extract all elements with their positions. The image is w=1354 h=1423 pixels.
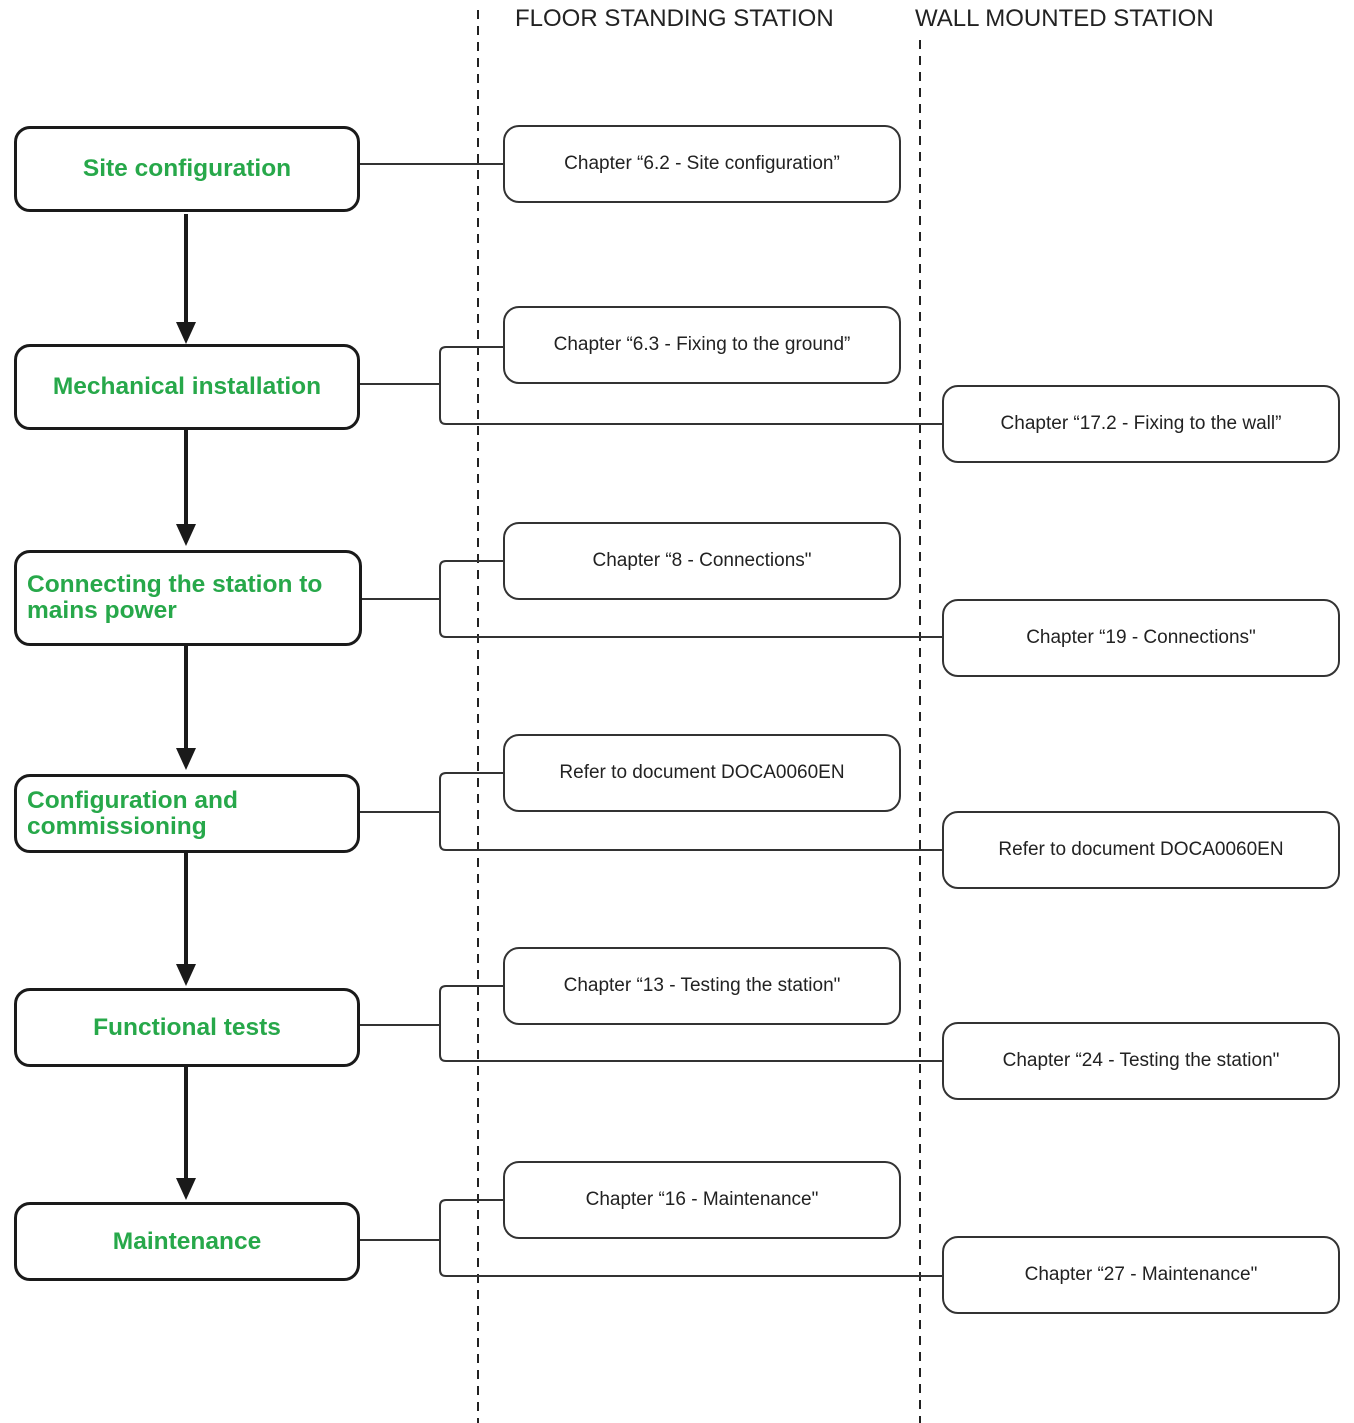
flow-arrows [176,214,196,1200]
flow-arrow-2-head [176,524,196,546]
connector-mechanical-installation [360,346,942,425]
step-label: Connecting the station to mains power [27,571,323,624]
flow-arrow-4-head [176,964,196,986]
connector-configuration-commissioning [360,772,942,851]
step-connecting-mains-power: Connecting the station to mains power [14,550,362,646]
step-label: Configuration and commissioning [27,786,238,840]
floor-ref-connections: Chapter “8 - Connections" [503,522,901,600]
connector-functional-tests [360,985,942,1062]
flow-arrow-1-head [176,322,196,344]
step-label: Mechanical installation [52,373,322,400]
wall-ref-testing: Chapter “24 - Testing the station" [942,1022,1340,1100]
flow-arrow-3-head [176,748,196,770]
step-configuration-commissioning: Configuration and commissioning [14,774,360,853]
floor-ref-site-configuration: Chapter “6.2 - Site configuration” [503,125,901,203]
step-maintenance: Maintenance [14,1202,360,1281]
step-label: Site configuration [82,155,292,182]
floor-ref-doca0060en: Refer to document DOCA0060EN [503,734,901,812]
wall-ref-connections: Chapter “19 - Connections" [942,599,1340,677]
connector-maintenance [360,1199,942,1277]
step-label: Maintenance [112,1227,262,1255]
wall-ref-maintenance: Chapter “27 - Maintenance" [942,1236,1340,1314]
floor-ref-fixing-ground: Chapter “6.3 - Fixing to the ground” [503,306,901,384]
connector-connecting-mains [360,560,942,638]
connectors [360,163,942,1277]
wall-ref-doca0060en: Refer to document DOCA0060EN [942,811,1340,889]
floor-ref-testing: Chapter “13 - Testing the station" [503,947,901,1025]
flow-arrow-5-head [176,1178,196,1200]
step-functional-tests: Functional tests [14,988,360,1067]
step-mechanical-installation: Mechanical installation [14,344,360,430]
wall-mounted-header: WALL MOUNTED STATION [915,5,1214,32]
step-site-configuration: Site configuration [14,126,360,212]
floor-ref-maintenance: Chapter “16 - Maintenance" [503,1161,901,1239]
floor-standing-header: FLOOR STANDING STATION [515,5,834,32]
wall-ref-fixing-wall: Chapter “17.2 - Fixing to the wall” [942,385,1340,463]
step-label: Functional tests [93,1013,281,1041]
